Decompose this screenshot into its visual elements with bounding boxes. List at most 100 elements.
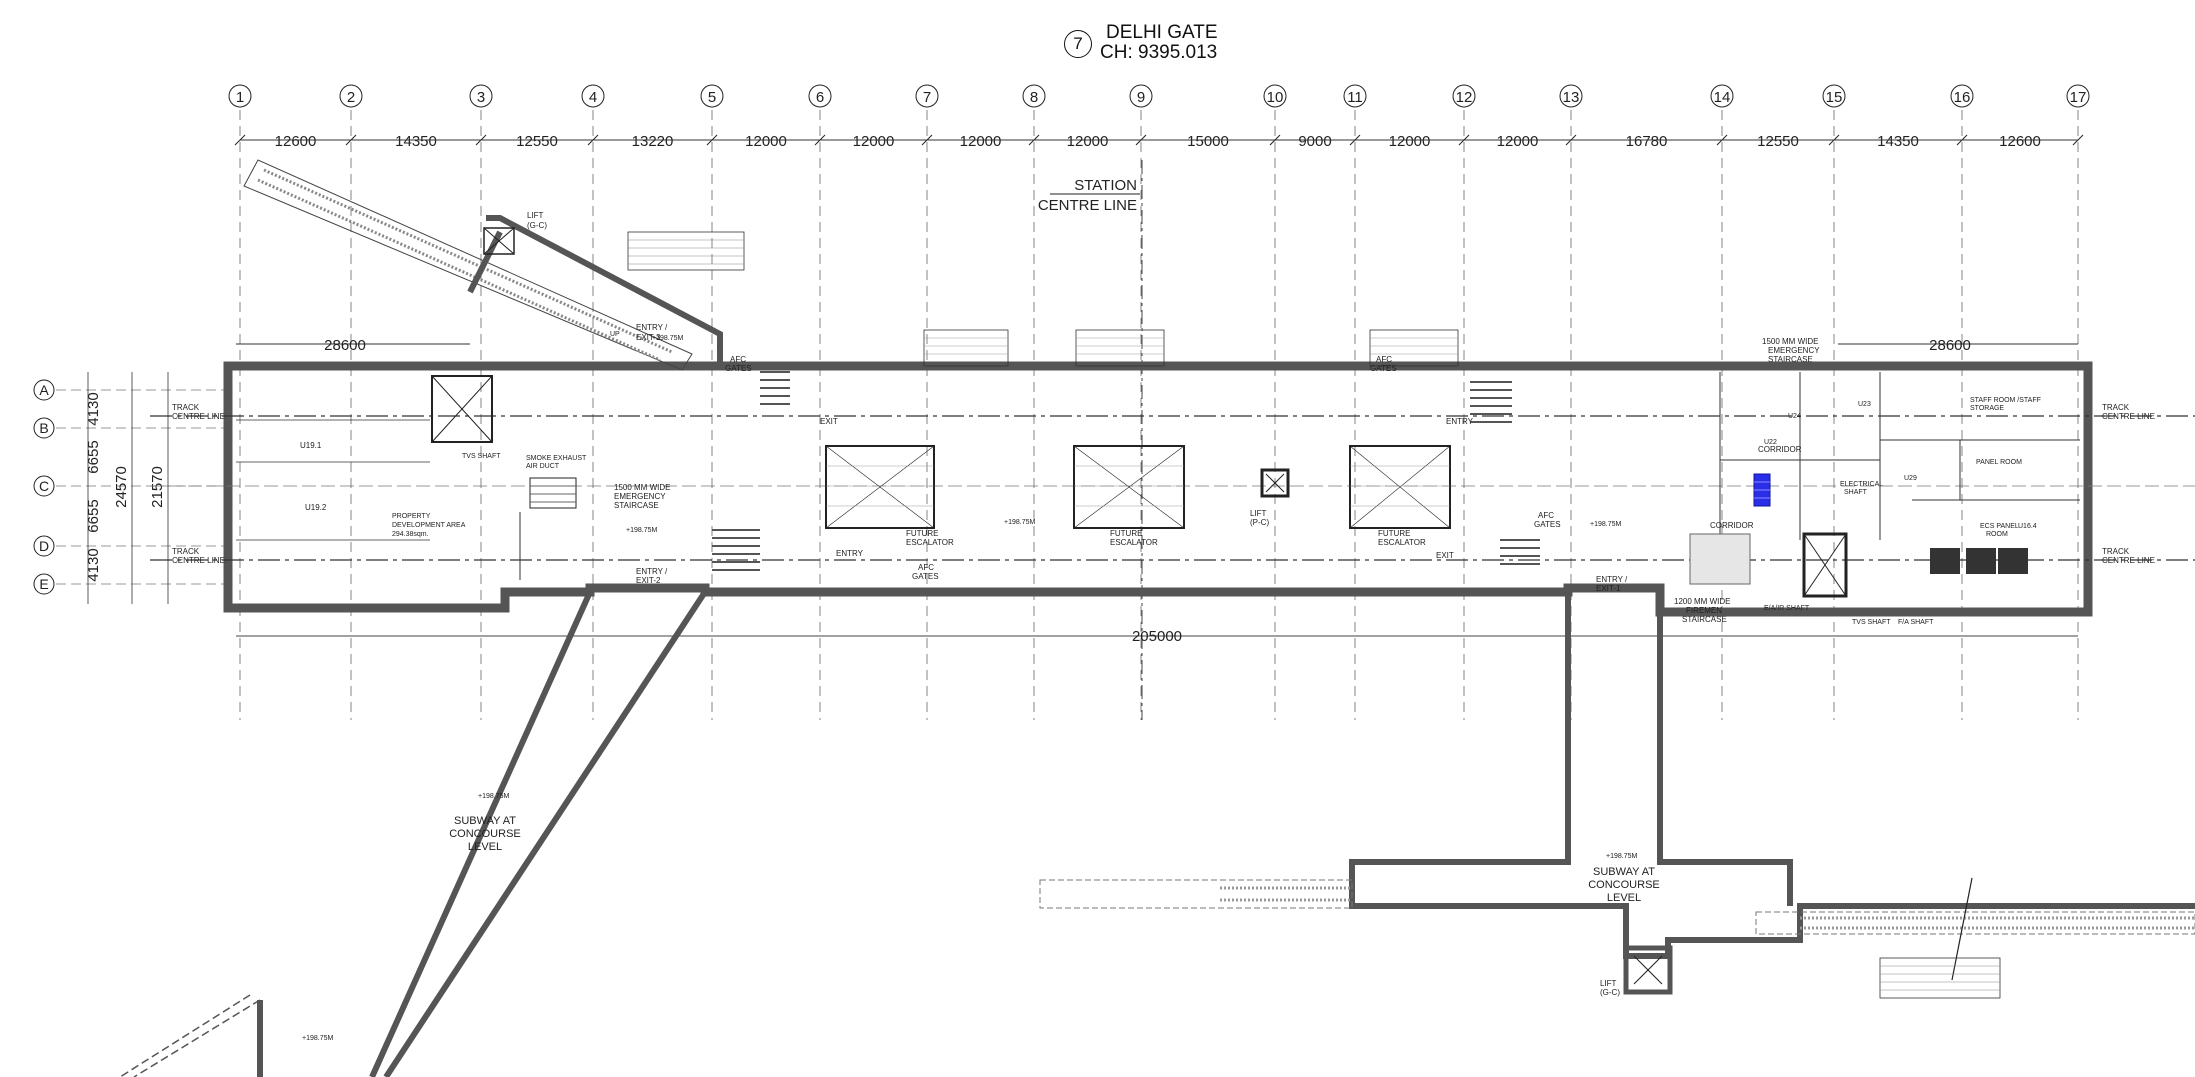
- firemen-1: 1200 MM WIDE: [1674, 597, 1730, 606]
- tvs-shaft-left: TVS SHAFT: [462, 453, 501, 460]
- future-esc-2: FUTURE: [1110, 529, 1142, 538]
- level-markers: +198.75M +198.75M +198.75M +198.75M +198…: [302, 335, 1637, 1042]
- grid-column-spacing: 16780: [1626, 133, 1668, 150]
- lift-gc-right-label: LIFT: [1600, 979, 1617, 988]
- grid-column-spacing: 12000: [1067, 133, 1109, 150]
- grid-column-bubble: [581, 84, 605, 108]
- entry-exit-3-label: ENTRY /: [636, 323, 668, 332]
- entry-exit-2-label-b: EXIT-2: [636, 576, 661, 585]
- left-subway-label-2: CONCOURSE: [449, 828, 521, 840]
- grid-row-bubble: [33, 417, 55, 439]
- afc-right-label: AFC: [1538, 511, 1554, 520]
- grid-column-spacing: 14350: [1877, 133, 1919, 150]
- station-centre-line: STATION CENTRE LINE: [1038, 160, 1143, 720]
- property-dev-1: PROPERTY: [392, 513, 431, 520]
- entry-exit-3-structure: LIFT (G-C) ENTRY / EXIT-3 UP: [243, 159, 745, 371]
- emergency-right-3: STAIRCASE: [1768, 355, 1813, 364]
- room-u16-4: U16.4: [2018, 523, 2037, 530]
- emergency-left-3: STAIRCASE: [614, 501, 659, 510]
- track-label-right-3: TRACK: [2102, 547, 2130, 556]
- left-dim-28600: 28600: [324, 337, 366, 354]
- level-marker-1: +198.75M: [652, 335, 683, 342]
- track-label-right-4: CENTRE LINE: [2102, 556, 2155, 565]
- grid-column-label: 13: [1563, 89, 1580, 106]
- grid-column-label: 7: [923, 89, 931, 106]
- emergency-left-2: EMERGENCY: [614, 492, 666, 501]
- right-end-rooms: 1500 MM WIDE EMERGENCY STAIRCASE CORRIDO…: [1674, 337, 2080, 626]
- firemen-2: FIREMEN: [1686, 606, 1722, 615]
- grid-column-spacing: 12000: [853, 133, 895, 150]
- grid-column-spacing: 14350: [395, 133, 437, 150]
- grid-column-bubble: [2066, 84, 2090, 108]
- property-dev-3: 294.38sqm.: [392, 531, 429, 538]
- lift-pc-label: LIFT: [1250, 509, 1267, 518]
- track-label-right-2: CENTRE LINE: [2102, 412, 2155, 421]
- grid-column-bubble: [1263, 84, 1287, 108]
- grid-row-bubble: [33, 573, 55, 595]
- overall-length: 205000: [236, 628, 2078, 645]
- room-u19-2: U19.2: [305, 503, 327, 512]
- fa-shaft-right: F/A SHAFT: [1898, 619, 1934, 626]
- entry-exit-1-label: ENTRY /: [1596, 575, 1628, 584]
- grid-column-label: 2: [347, 89, 355, 106]
- grid-column-label: 11: [1347, 89, 1363, 106]
- grid-column-spacing: 13220: [632, 133, 674, 150]
- station-number-circle: 7: [1064, 30, 1092, 58]
- property-dev-2: DEVELOPMENT AREA: [392, 522, 466, 529]
- grid-column-label: 16: [1954, 89, 1971, 106]
- ea-shaft-right: E/A/IR SHAFT: [1764, 605, 1810, 612]
- level-marker-4: +198.75M: [1590, 521, 1621, 528]
- afc-mid-label: AFC: [1376, 355, 1392, 364]
- grid-column-label: 12: [1456, 89, 1473, 106]
- electrical-shaft-b: SHAFT: [1844, 489, 1868, 496]
- panel-room: PANEL ROOM: [1976, 459, 2022, 466]
- emergency-right-2: EMERGENCY: [1768, 346, 1820, 355]
- afc-left-label: AFC: [730, 355, 746, 364]
- grid-column-bubble: [1559, 84, 1583, 108]
- lift-pc-label-2: (P-C): [1250, 518, 1269, 527]
- grid-column-spacing: 12600: [1999, 133, 2041, 150]
- grid-row-dim: 6655: [85, 499, 102, 532]
- afc-left-label-b: GATES: [725, 364, 752, 373]
- grid-column-spacing: 12600: [275, 133, 317, 150]
- grid-row-bubble: [33, 379, 55, 401]
- level-marker-3: +198.75M: [1004, 519, 1035, 526]
- track-label-right-1: TRACK: [2102, 403, 2130, 412]
- grid-row-bubble: [33, 535, 55, 557]
- grid-row-dim: 6655: [85, 440, 102, 473]
- grid-column-label: 1: [236, 89, 244, 106]
- station-box: [223, 361, 2093, 617]
- grid-column-bubble: [700, 84, 724, 108]
- firemen-3: STAIRCASE: [1682, 615, 1727, 624]
- left-subway-label-1: SUBWAY AT: [454, 815, 516, 827]
- right-subway-label-3: LEVEL: [1607, 892, 1641, 904]
- left-subway: SUBWAY AT CONCOURSE LEVEL ENTRY / EXIT-2: [119, 567, 708, 1077]
- grid-row-label: B: [39, 420, 48, 436]
- track-label-left-2: CENTRE LINE: [172, 412, 225, 421]
- grid-row-label: A: [39, 382, 49, 398]
- up-label: UP: [610, 331, 620, 338]
- grid-column-bubble: [1950, 84, 1974, 108]
- grid-row-dim: 4130: [85, 548, 102, 581]
- track-centre-lines: TRACK CENTRE LINE TRACK CENTRE LINE TRAC…: [150, 403, 2195, 565]
- exit-label-1: EXIT: [820, 417, 838, 426]
- entry-exit-3-label-b: EXIT-3: [636, 333, 661, 342]
- room-u22: U22: [1764, 439, 1777, 446]
- afc-mid-label-b: GATES: [1370, 364, 1397, 373]
- entry-exit-2-label: ENTRY /: [636, 567, 668, 576]
- entry-exit-1-label-b: EXIT-1: [1596, 584, 1621, 593]
- grid-column-label: 10: [1267, 89, 1284, 106]
- grid-column-bubble: [1822, 84, 1846, 108]
- left-subway-label-3: LEVEL: [468, 841, 502, 853]
- grid-column-bubble: [1129, 84, 1153, 108]
- tvs-shaft-right: TVS SHAFT: [1852, 619, 1891, 626]
- right-subway: SUBWAY AT CONCOURSE LEVEL LIFT (G-C) ENT…: [1039, 575, 2195, 999]
- track-label-left-3: TRACK: [172, 547, 200, 556]
- station-name: DELHI GATE: [1106, 22, 1218, 43]
- grid-column-label: 8: [1030, 89, 1038, 106]
- future-esc-1b: ESCALATOR: [906, 538, 954, 547]
- afc-low-label-b: GATES: [912, 572, 939, 581]
- grid-column-spacing: 12000: [1497, 133, 1539, 150]
- right-subway-label-1: SUBWAY AT: [1593, 866, 1655, 878]
- exit-label-2: EXIT: [1436, 551, 1454, 560]
